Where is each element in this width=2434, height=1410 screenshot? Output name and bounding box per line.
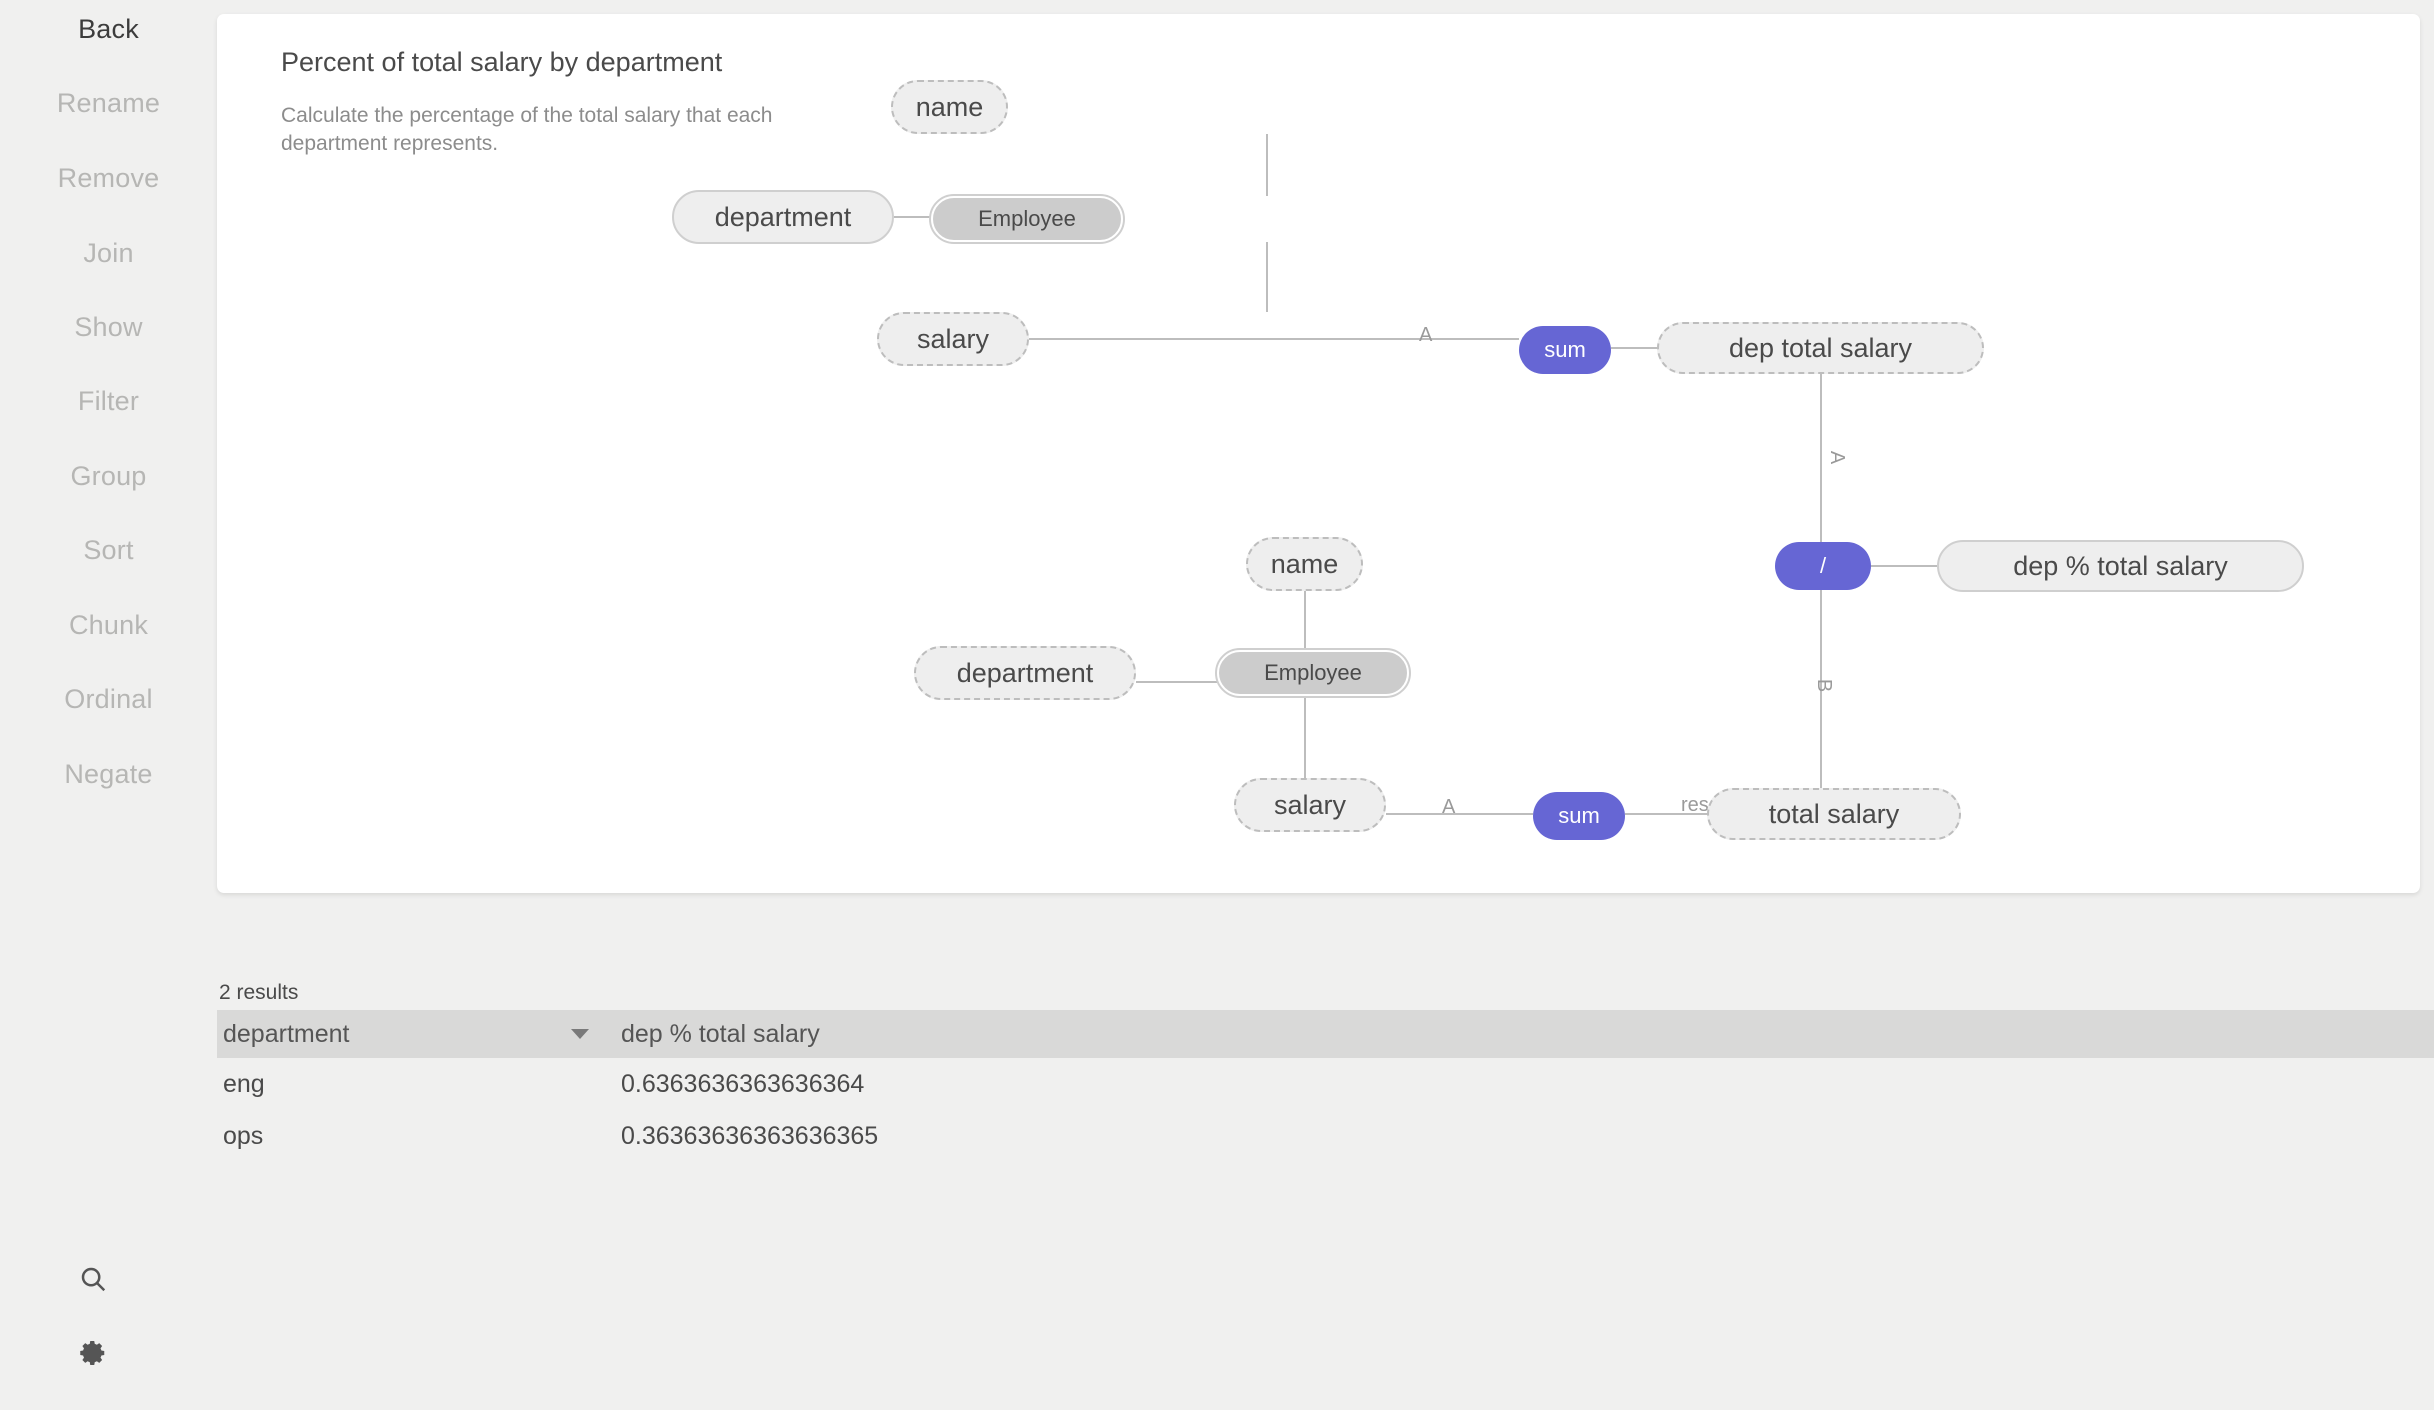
sidebar-item-ordinal[interactable]: Ordinal (64, 684, 153, 714)
graph-node-salary-1[interactable]: salary (877, 312, 1029, 366)
page-description: Calculate the percentage of the total sa… (281, 104, 773, 155)
sidebar-item-filter[interactable]: Filter (77, 386, 140, 416)
search-icon[interactable] (70, 1256, 116, 1302)
table-body: eng 0.6363636363636364 ops 0.36363636363636… (217, 1058, 2434, 1162)
sidebar-item-remove[interactable]: Remove (57, 163, 160, 193)
graph-edge-label: res (1681, 794, 1709, 816)
cell-value: 0.6363636363636364 (621, 1069, 865, 1098)
sidebar-item-rename[interactable]: Rename (56, 88, 161, 118)
chevron-down-icon[interactable] (571, 1029, 589, 1039)
graph-node-name-2[interactable]: name (1246, 537, 1363, 591)
graph-node-employee-2[interactable]: Employee (1215, 648, 1411, 698)
table-header-row: department dep % total salary (217, 1010, 2434, 1058)
graph-edge-label: A (1419, 324, 1433, 346)
sidebar-item-group[interactable]: Group (70, 461, 147, 491)
column-header-value: dep % total salary (621, 1019, 820, 1048)
sidebar-icon-group (0, 1256, 217, 1410)
graph-node-dep-total-salary[interactable]: dep total salary (1657, 322, 1984, 374)
graph-node-department-2[interactable]: department (914, 646, 1136, 700)
results-count: 2 results (219, 981, 299, 1004)
graph-node-total-salary[interactable]: total salary (1707, 788, 1961, 840)
column-header-department[interactable]: department (217, 1020, 621, 1049)
graph-node-department-1[interactable]: department (672, 190, 894, 244)
graph-node-sum-1[interactable]: sum (1519, 326, 1611, 374)
graph-node-salary-2[interactable]: salary (1234, 778, 1386, 832)
sidebar-item-join[interactable]: Join (83, 238, 134, 268)
gear-icon[interactable] (70, 1330, 116, 1376)
graph-node-dep-pct-salary[interactable]: dep % total salary (1937, 540, 2304, 592)
graph-node-divide[interactable]: / (1775, 542, 1871, 590)
sidebar-item-chunk[interactable]: Chunk (68, 610, 149, 640)
cell-value: 0.36363636363636365 (621, 1121, 879, 1150)
graph-node-name-1[interactable]: name (891, 80, 1008, 134)
sidebar-item-back[interactable]: Back (78, 14, 139, 44)
sidebar-item-show[interactable]: Show (74, 312, 143, 342)
graph-edge-label: A (1442, 796, 1456, 818)
graph-edge-label: B (1813, 678, 1836, 693)
results-table: department dep % total salary eng 0.63636… (217, 1010, 2434, 1162)
sidebar-item-negate[interactable]: Negate (64, 759, 153, 789)
cell-department: eng (223, 1069, 265, 1098)
graph-node-employee-1[interactable]: Employee (929, 194, 1125, 244)
column-header-label: department (223, 1019, 350, 1048)
graph-node-sum-2[interactable]: sum (1533, 792, 1625, 840)
graph-edge-label: A (1826, 450, 1849, 465)
page-title: Percent of total salary by department (281, 47, 723, 77)
table-row[interactable]: ops 0.36363636363636365 (217, 1110, 2434, 1162)
graph-edges (894, 134, 1937, 815)
cell-department: ops (223, 1121, 264, 1150)
table-row[interactable]: eng 0.6363636363636364 (217, 1058, 2434, 1110)
query-card: Percent of total salary by department Ca… (217, 14, 2420, 893)
sidebar-item-sort[interactable]: Sort (83, 535, 134, 565)
